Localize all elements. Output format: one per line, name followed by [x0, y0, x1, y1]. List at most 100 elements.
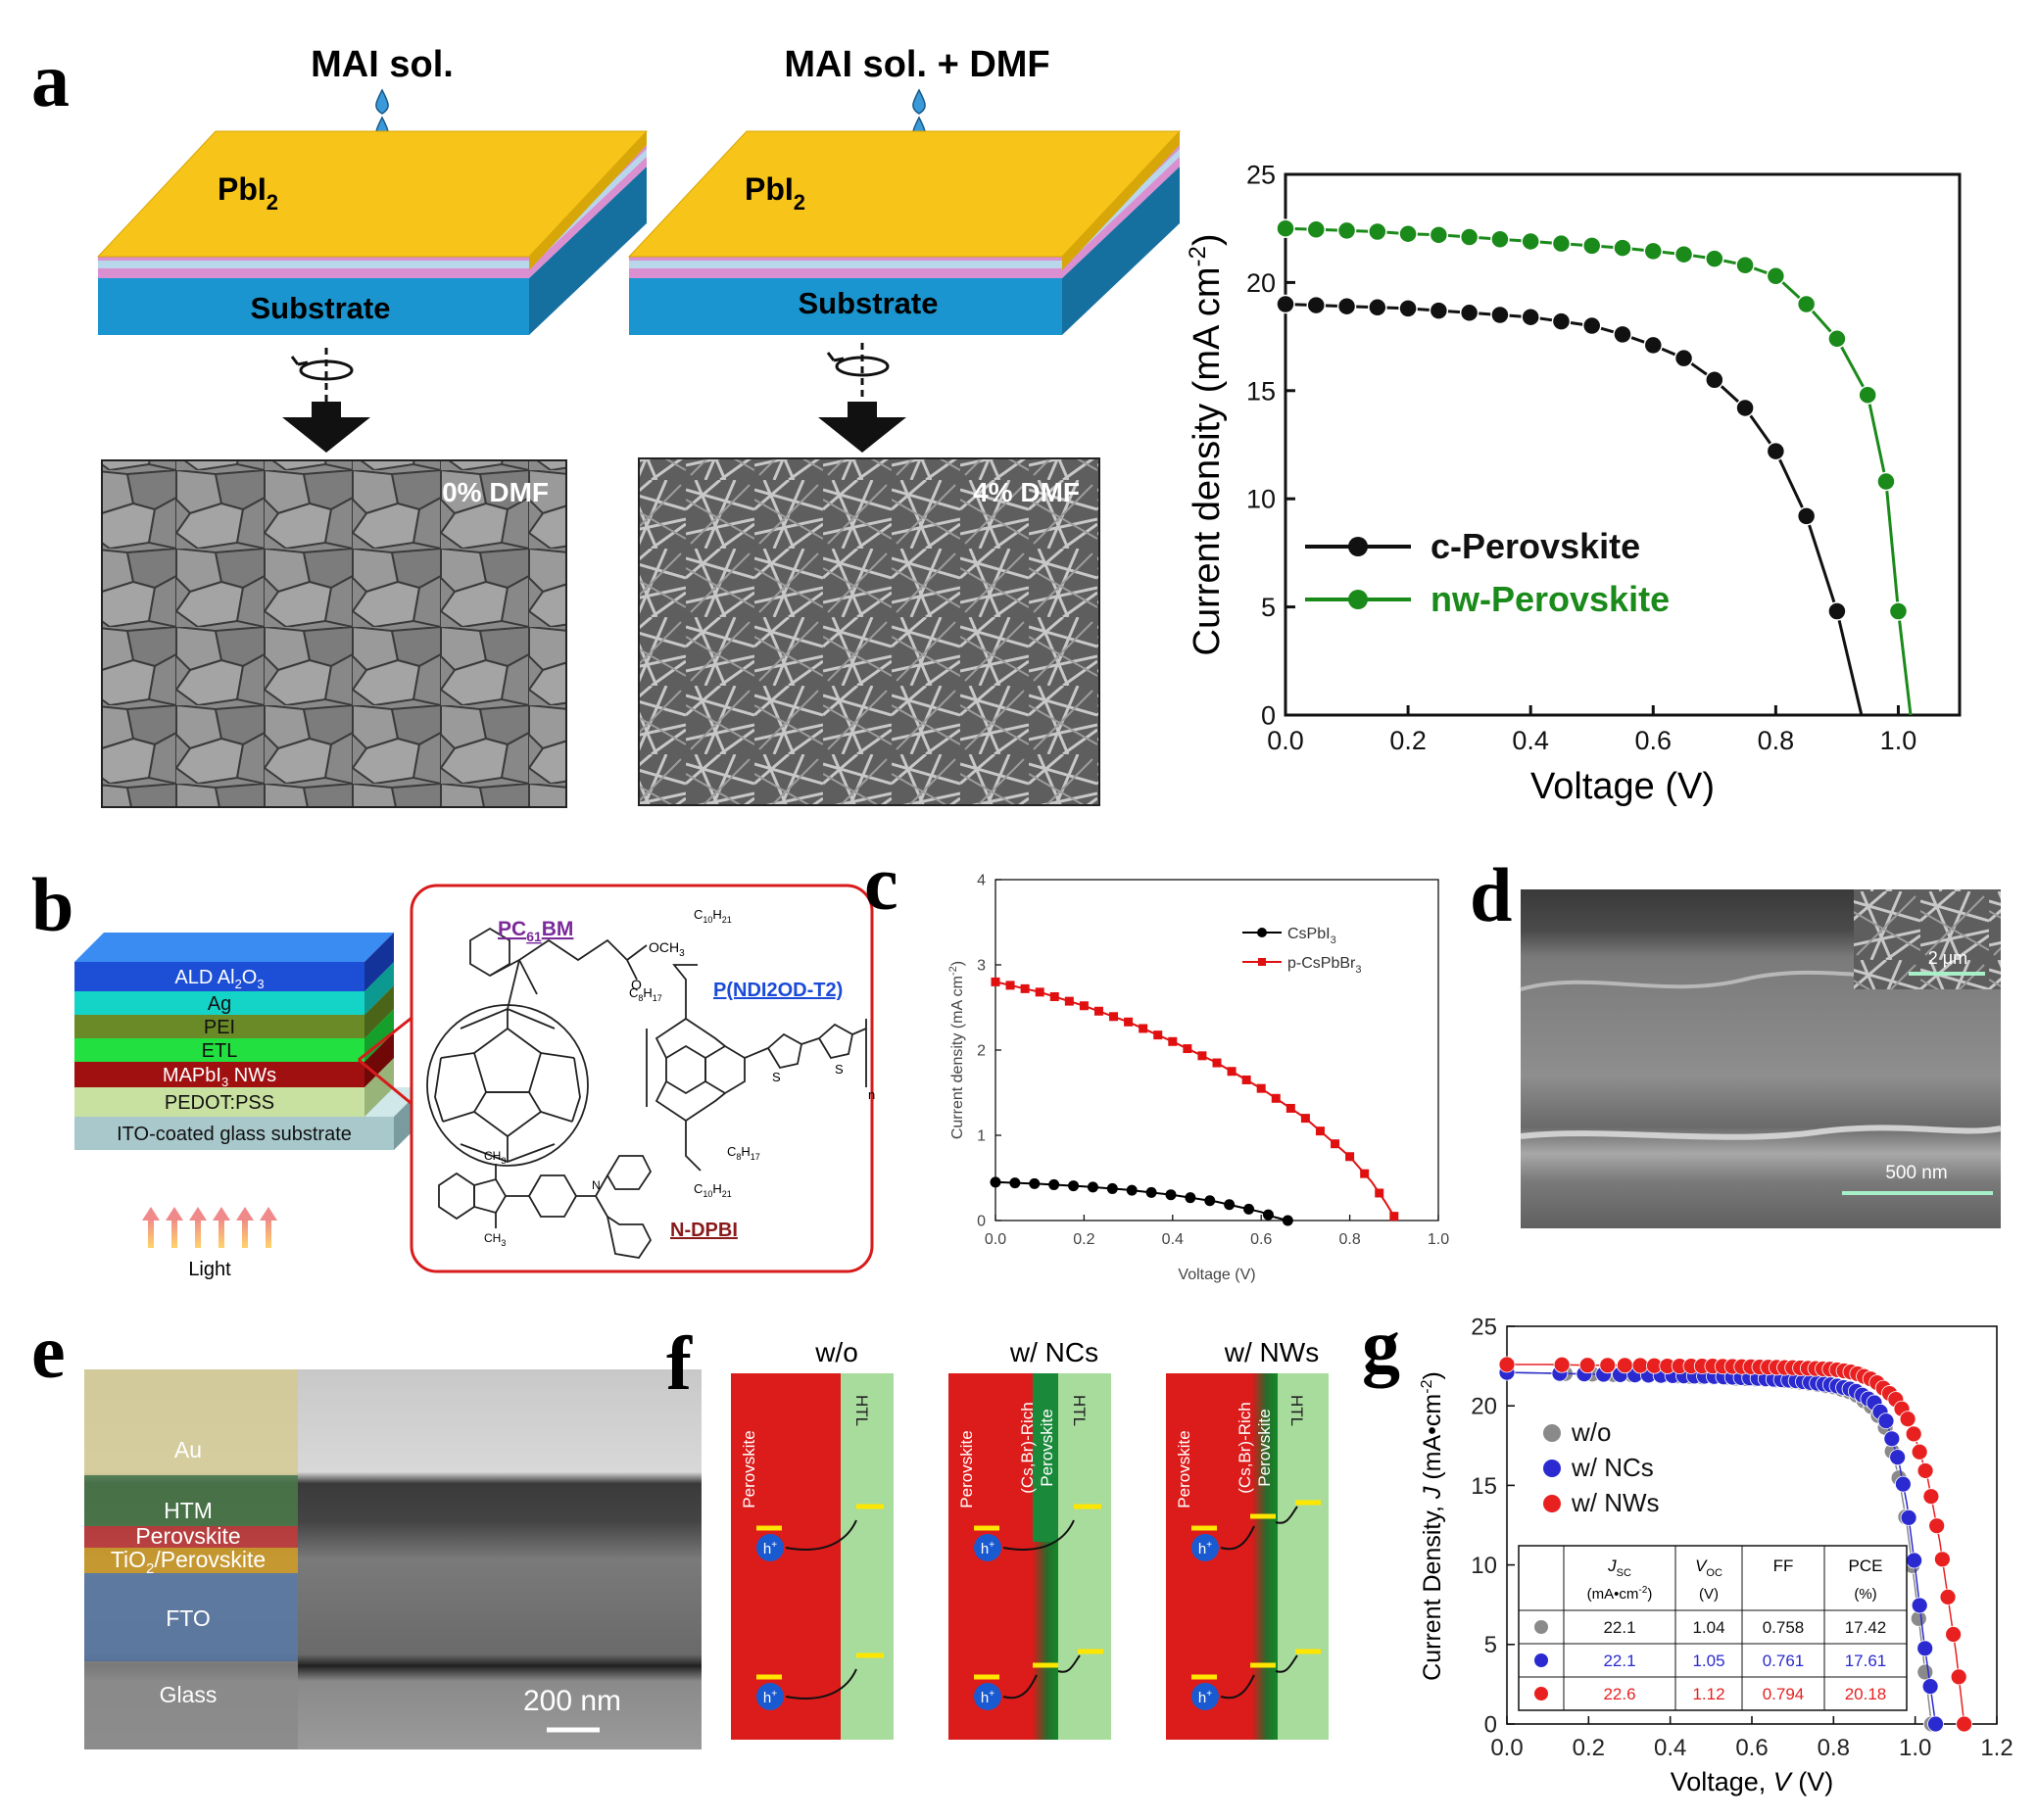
legend-label: w/o	[1571, 1417, 1611, 1447]
data-point	[1429, 301, 1449, 320]
data-point	[1490, 305, 1510, 325]
data-point	[1168, 1036, 1178, 1046]
data-point	[1109, 1012, 1119, 1022]
x-tick-label: 1.0	[1899, 1735, 1931, 1761]
hole-icon	[756, 1683, 784, 1710]
x-tick-label: 0.4	[1512, 726, 1549, 755]
light-arrow-head	[189, 1207, 207, 1221]
table-unit: (V)	[1699, 1586, 1719, 1603]
data-point	[1368, 298, 1387, 317]
panel-letter-a: a	[31, 37, 70, 122]
hole-label: h+	[1198, 1540, 1212, 1557]
data-point	[991, 977, 1000, 986]
layer-perovskite-label: Perovskite	[135, 1523, 240, 1549]
legend-marker	[1257, 928, 1267, 937]
data-point	[1673, 348, 1694, 368]
data-point	[1183, 1044, 1192, 1054]
x-tick-label: 0.8	[1818, 1735, 1850, 1761]
substrate-label: Substrate	[251, 291, 391, 325]
mai-sol-title: MAI sol.	[311, 44, 454, 85]
x-axis-label: Voltage, V (V)	[1671, 1767, 1834, 1796]
panel-e: e Au HTM Perovskite TiO2/Perovskite FTO …	[31, 1309, 702, 1749]
x-tick-label: 0.6	[1250, 1231, 1272, 1248]
light-arrow-head	[142, 1207, 160, 1221]
down-arrow-icon	[818, 402, 906, 453]
hole-label: h+	[763, 1689, 777, 1706]
legend-marker	[1348, 590, 1368, 609]
data-point	[1631, 1357, 1649, 1374]
ndpbi-label: N-DPBI	[670, 1220, 738, 1241]
panel-d: d 2 μm 500 nm	[1470, 852, 2002, 1228]
data-point	[1551, 311, 1572, 331]
panel-letter-e: e	[31, 1309, 66, 1394]
x-tick-label: 0.6	[1634, 726, 1672, 755]
table-row-marker	[1534, 1653, 1548, 1667]
chem-n-subscript: n	[868, 1087, 875, 1102]
y-tick-label: 0	[1261, 700, 1276, 730]
layer-label: MAPbI3 NWs	[163, 1065, 276, 1089]
c8h17-label: C8H17	[727, 1144, 760, 1162]
data-point	[1282, 1215, 1293, 1226]
x-tick-label: 1.2	[1980, 1735, 2013, 1761]
data-point	[1300, 1114, 1310, 1124]
light-arrow-head	[260, 1207, 277, 1221]
data-point	[1459, 227, 1479, 247]
legend-label: c-Perovskite	[1431, 526, 1640, 566]
data-point	[1429, 225, 1449, 245]
substrate-depth	[529, 167, 647, 335]
chem-s-label: S	[772, 1070, 781, 1084]
data-point	[1735, 255, 1755, 275]
layer-label: Ag	[208, 993, 231, 1015]
x-tick-label: 0.8	[1758, 726, 1795, 755]
data-point	[1581, 315, 1602, 336]
layer-glass-label: Glass	[160, 1682, 218, 1707]
x-tick-label: 0.0	[1267, 726, 1304, 755]
layer-fto-label: FTO	[166, 1605, 211, 1631]
inset-scale-label: 2 μm	[1928, 948, 1967, 968]
layer-au-label: Au	[174, 1437, 202, 1462]
y-tick-label: 20	[1471, 1394, 1497, 1420]
layer-tio2-label: TiO2/Perovskite	[111, 1547, 266, 1577]
data-point	[1262, 1209, 1274, 1221]
table-cell: 17.42	[1845, 1618, 1887, 1637]
pc61bm-structure	[426, 927, 648, 1167]
data-point	[1068, 1180, 1080, 1192]
rich-label: (Cs,Br)-Rich	[1018, 1402, 1037, 1494]
panel-letter-g: g	[1362, 1303, 1400, 1388]
rich-perovskite-label: Perovskite	[1255, 1409, 1274, 1486]
spin-icon	[290, 348, 354, 402]
layer-htm-label: HTM	[164, 1498, 213, 1523]
y-tick-label: 15	[1246, 376, 1276, 406]
data-point	[1581, 236, 1602, 256]
x-tick-label: 0.6	[1735, 1735, 1768, 1761]
data-point	[1827, 329, 1847, 349]
layer-label: ITO-coated glass substrate	[117, 1124, 352, 1145]
panel-a: a MAI sol. PbI2 Substrate 0	[31, 37, 1962, 808]
data-point	[1368, 221, 1387, 242]
scale-label-e: 200 nm	[523, 1685, 621, 1717]
data-point	[1553, 1356, 1571, 1373]
plot-frame	[1284, 172, 1962, 717]
data-point	[1916, 1640, 1934, 1657]
light-arrow-head	[213, 1207, 230, 1221]
data-point	[1888, 601, 1909, 621]
data-point	[1894, 1475, 1912, 1493]
chem-s-label: S	[835, 1062, 844, 1077]
data-point	[1521, 231, 1540, 252]
table-cell: 17.61	[1845, 1652, 1887, 1670]
data-point	[1398, 299, 1418, 318]
pndi-label: P(NDI2OD-T2)	[713, 980, 843, 1001]
perovskite-region	[731, 1373, 841, 1740]
spin-icon	[826, 343, 890, 402]
light-arrow-icon	[195, 1219, 201, 1248]
data-point	[1459, 303, 1479, 323]
data-point	[1766, 266, 1786, 286]
sem-label-4-dmf: 4% DMF	[973, 477, 1080, 507]
legend-marker	[1543, 1460, 1561, 1477]
